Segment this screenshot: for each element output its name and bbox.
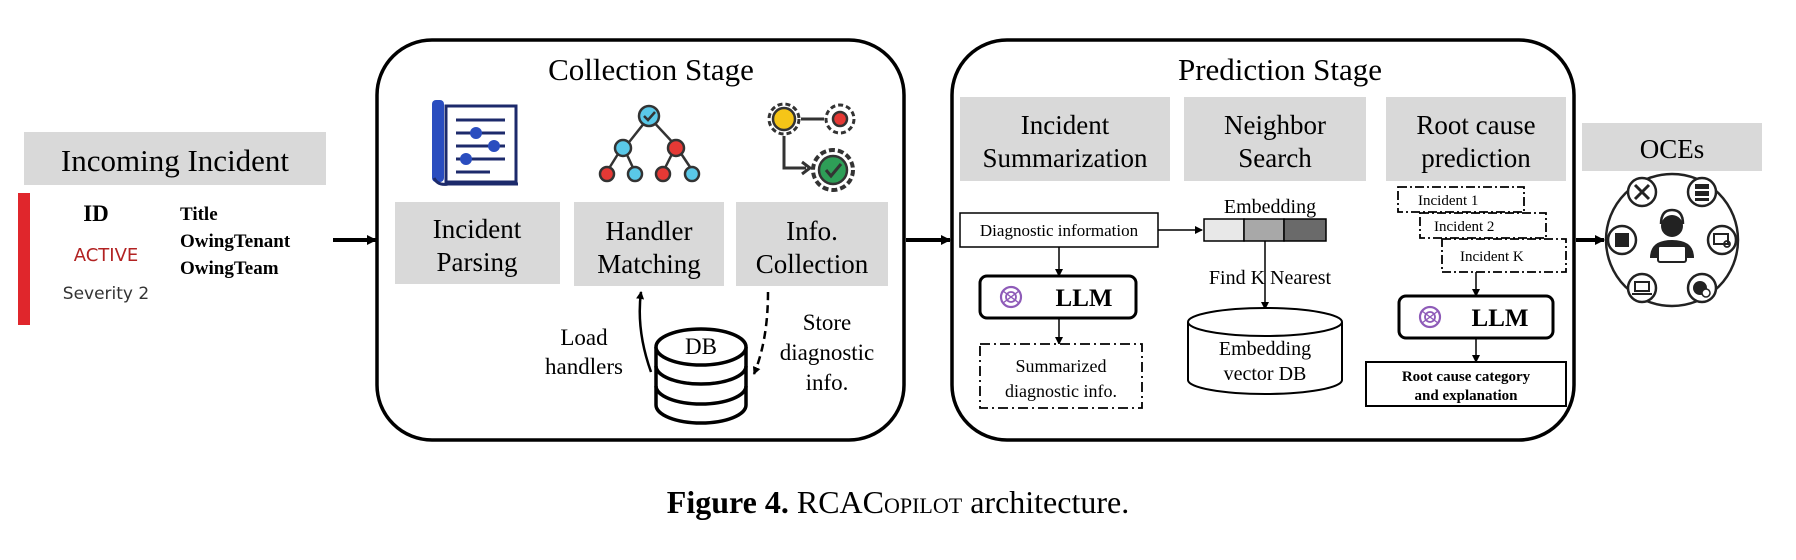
- collection-stage-title: Collection Stage: [548, 52, 754, 87]
- incident-k-box: [1441, 238, 1567, 273]
- prediction-stage-panel: Prediction Stage Incident Summarization …: [950, 38, 1576, 442]
- collection-stage-panel: Collection Stage Incident Parsing: [375, 38, 906, 442]
- engineer-avatar-icon: [1650, 208, 1694, 263]
- incident-k-label: Incident K: [1460, 249, 1524, 265]
- incident-1-box: [1397, 186, 1525, 213]
- vector-db-cylinder: [1187, 307, 1343, 395]
- figure-caption-text-a: RCAC: [796, 484, 884, 520]
- summarized-info-line2: diagnostic info.: [1005, 381, 1117, 401]
- tree-hierarchy-icon: [598, 104, 701, 183]
- info-collection-label-line2: Collection: [756, 249, 869, 279]
- oces-panel: OCEs: [1582, 123, 1762, 308]
- incident-parsing-label-line1: Incident: [433, 214, 522, 244]
- neighbor-search-label-line1: Neighbor: [1224, 110, 1326, 140]
- vector-db-line1: Embedding: [1219, 338, 1311, 360]
- summarization-label-line1: Incident: [1021, 110, 1110, 140]
- incident-2-label: Incident 2: [1434, 219, 1494, 235]
- incident-field-owing-tenant: OwingTenant: [180, 231, 291, 252]
- summarized-info-box: [979, 343, 1143, 409]
- summarization-label-bg: [960, 97, 1170, 181]
- handler-matching-label-line1: Handler: [606, 216, 693, 246]
- collection-stage-border: [375, 38, 906, 442]
- find-k-nearest-label: Find K Nearest: [1209, 267, 1332, 289]
- summarization-label-line2: Summarization: [983, 143, 1148, 173]
- incident-parsing-label-bg: [395, 202, 560, 284]
- root-cause-result-line1: Root cause category: [1402, 369, 1531, 385]
- llm-summarization-box: [978, 274, 1138, 320]
- handler-matching-label-bg: [574, 202, 724, 286]
- prediction-stage-border: [950, 38, 1576, 442]
- incident-status-active: ACTIVE: [74, 245, 139, 266]
- figure-caption-text-b: architecture.: [962, 484, 1130, 520]
- security-icon: [1606, 224, 1638, 256]
- incident-2-box: [1419, 212, 1547, 239]
- incident-field-title: Title: [180, 204, 218, 225]
- incoming-incident-panel: Incoming Incident ID ACTIVE Severity 2 T…: [18, 132, 326, 325]
- incoming-incident-title: Incoming Incident: [61, 143, 290, 178]
- neighbor-search-label-bg: [1184, 97, 1366, 181]
- tools-icon: [1626, 176, 1658, 208]
- figure-caption: Figure 4. RCACopilot architecture.: [0, 484, 1796, 521]
- llm-logo-icon: [1418, 305, 1442, 329]
- incident-severity: Severity 2: [63, 284, 149, 304]
- incident-parsing-label-line2: Parsing: [437, 247, 518, 277]
- incident-id-label: ID: [83, 201, 109, 226]
- monitor-search-icon: [1706, 224, 1738, 256]
- server-icon: [1686, 176, 1718, 208]
- info-collection-label-line1: Info.: [786, 216, 838, 246]
- incident-1-label: Incident 1: [1418, 193, 1478, 209]
- incoming-incident-label-bg: [24, 132, 326, 185]
- embedding-label: Embedding: [1224, 196, 1316, 218]
- load-handlers-line1: Load: [560, 325, 608, 350]
- root-cause-result-line2: and explanation: [1415, 388, 1519, 404]
- arrow-load-handlers: [636, 291, 653, 373]
- llm-rootcause-label: LLM: [1472, 305, 1529, 332]
- root-cause-result-box: [1365, 361, 1567, 407]
- gears-check-icon: [767, 102, 856, 192]
- figure-caption-label: Figure 4.: [666, 484, 789, 520]
- embedding-vector: [1203, 218, 1327, 242]
- diagnostic-information-label: Diagnostic information: [980, 221, 1139, 240]
- store-diagnostic-line3: info.: [806, 370, 849, 395]
- globe-settings-icon: [1686, 272, 1718, 304]
- prediction-stage-title: Prediction Stage: [1178, 52, 1382, 87]
- load-handlers-line2: handlers: [545, 354, 623, 379]
- summarized-info-line1: Summarized: [1016, 356, 1107, 376]
- vector-db-line2: vector DB: [1224, 363, 1307, 385]
- root-cause-label-line1: Root cause: [1416, 110, 1535, 140]
- neighbor-search-label-line2: Search: [1238, 143, 1312, 173]
- root-cause-label-line2: prediction: [1421, 143, 1531, 173]
- database-icon: [654, 327, 748, 425]
- arrow-store-diagnostic: [752, 291, 770, 375]
- incident-red-bar: [18, 193, 30, 325]
- llm-logo-icon: [999, 285, 1023, 309]
- oces-ring: [1604, 172, 1740, 308]
- store-diagnostic-line1: Store: [803, 310, 852, 335]
- handler-matching-label-line2: Matching: [597, 249, 700, 279]
- llm-summarization-label: LLM: [1056, 285, 1113, 312]
- info-collection-label-bg: [736, 202, 888, 286]
- oces-title: OCEs: [1640, 134, 1705, 164]
- oces-label-bg: [1582, 123, 1762, 171]
- store-diagnostic-line2: diagnostic: [780, 340, 875, 365]
- db-label: DB: [685, 334, 717, 359]
- figure-caption-text-smallcaps: opilot: [883, 484, 963, 520]
- document-list-icon: [432, 100, 518, 186]
- incident-field-owing-team: OwingTeam: [180, 258, 279, 279]
- laptop-icon: [1626, 272, 1658, 304]
- root-cause-label-bg: [1386, 97, 1566, 181]
